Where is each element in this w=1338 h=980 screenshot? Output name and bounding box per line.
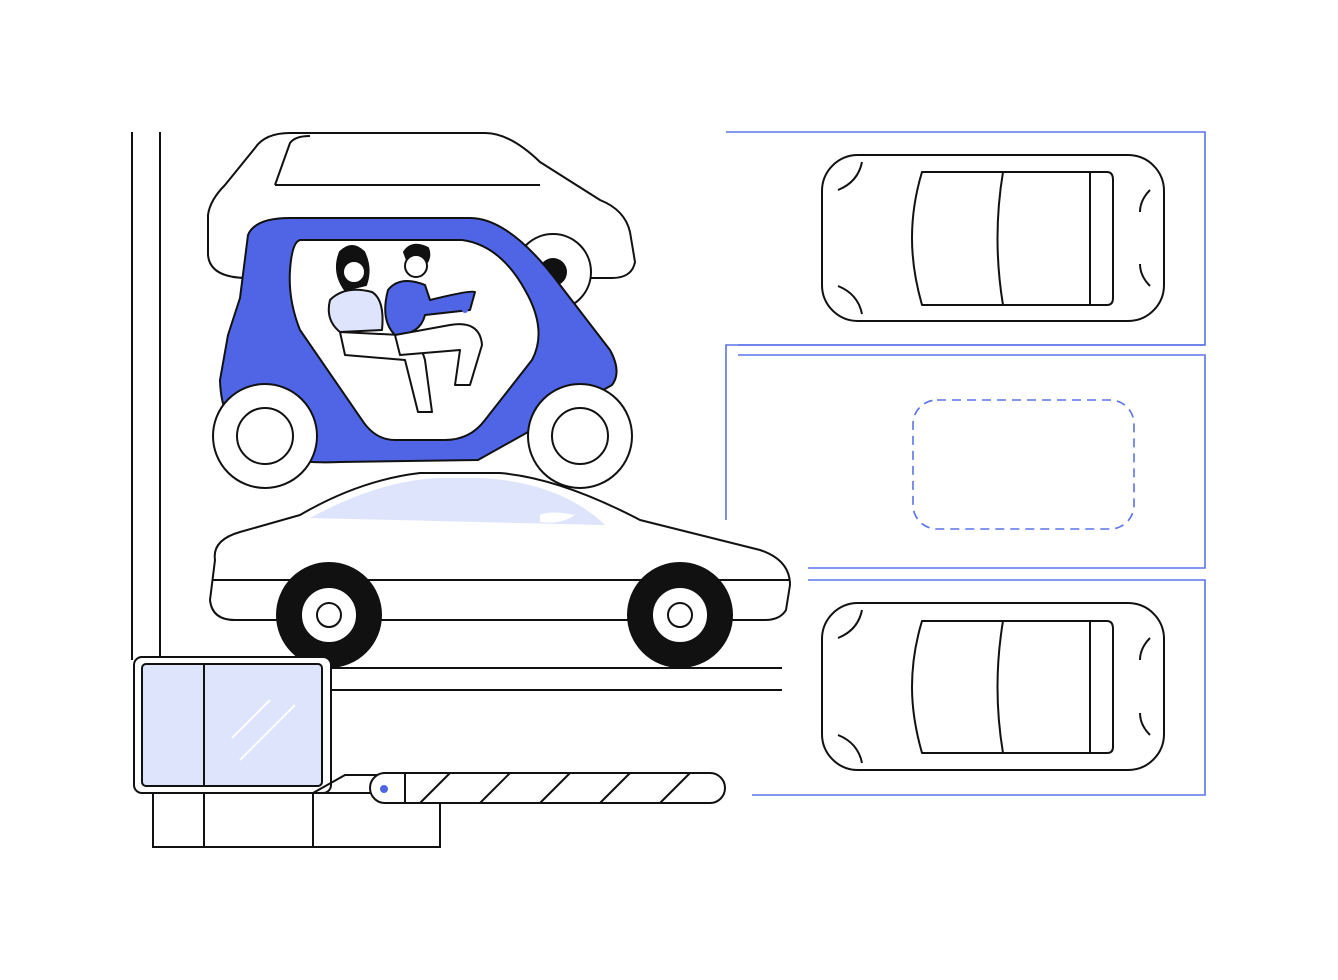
empty-parking-spot-icon (912, 399, 1135, 530)
passengers-icon (327, 243, 483, 413)
parking-slots (725, 131, 1206, 796)
ticket-booth-icon (133, 656, 441, 848)
barrier-gate-icon (369, 772, 726, 804)
sedan-icon (209, 472, 791, 668)
parked-car-top-icon (821, 154, 1165, 322)
platform-lines (330, 667, 782, 691)
rack-posts (131, 132, 161, 660)
parked-car-top-icon (821, 602, 1165, 771)
